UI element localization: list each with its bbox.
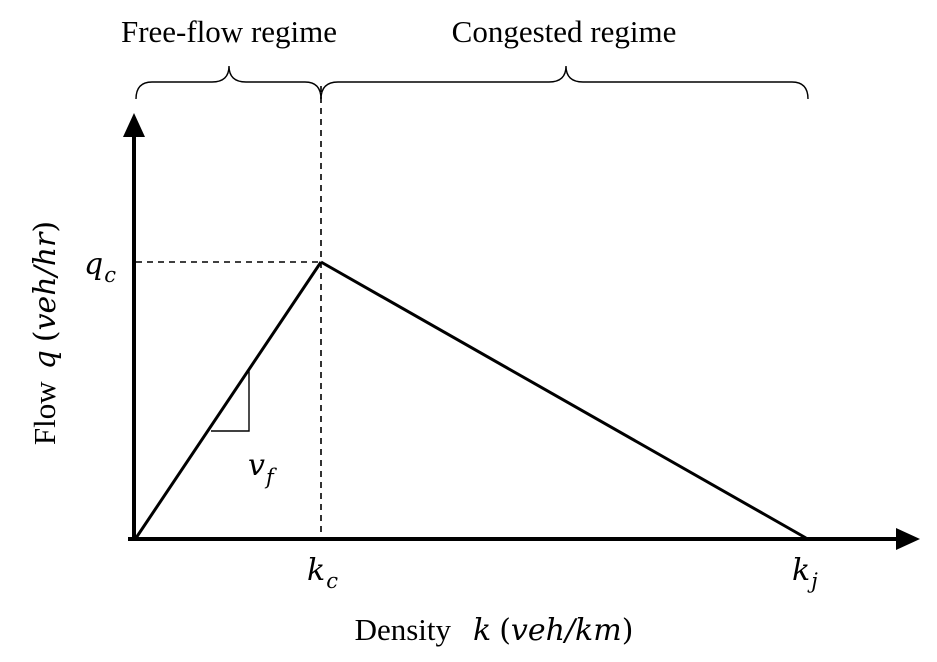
congested-brace [320,65,809,100]
free-flow-regime-label: Free-flow regime [121,14,337,49]
free-flow-brace [135,65,322,100]
free-flow-speed-label: vf [248,448,277,489]
y-axis-title: Flowq(veh/hr) [27,221,63,445]
congested-regime-label: Congested regime [452,14,677,49]
critical-density-label: kc [307,553,338,593]
capacity-flow-label: qc [84,247,116,287]
x-axis-arrowhead [896,528,920,550]
free-flow-branch [134,261,323,539]
slope-triangle [211,369,250,432]
y-axis-arrowhead [123,113,145,137]
jam-density-label: kj [792,553,818,593]
congested-branch [320,260,807,540]
